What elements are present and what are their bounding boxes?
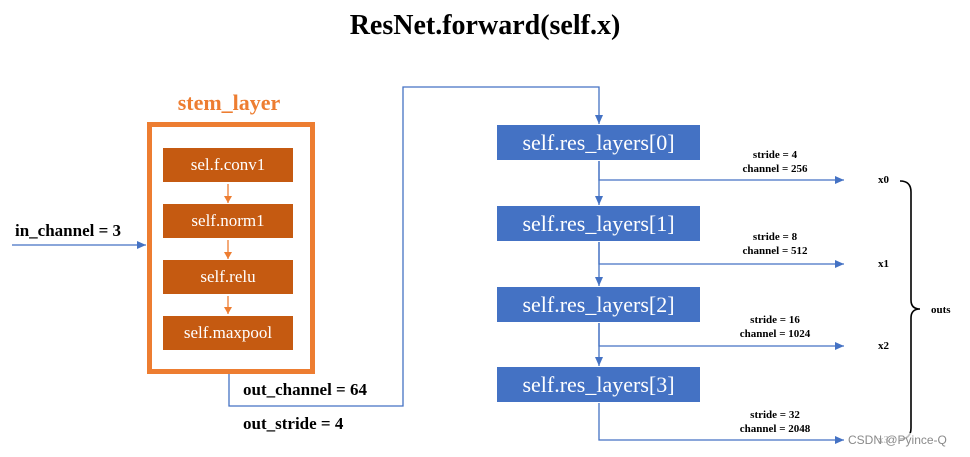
- res-1-channel: channel = 512: [742, 245, 808, 257]
- res-3-channel: channel = 2048: [739, 423, 811, 435]
- out-channel-label: out_channel = 64: [243, 380, 367, 399]
- res-1-stride: stride = 8: [752, 231, 798, 243]
- input-channel-label: in_channel = 3: [15, 221, 122, 240]
- outs-label: outs: [931, 304, 951, 316]
- stem-to-res-connector: [228, 86, 603, 407]
- stem-layer-label: stem_layer: [177, 90, 281, 115]
- res-2-stride: stride = 16: [750, 314, 800, 326]
- res-2-stats: stride = 16 channel = 1024: [715, 313, 835, 341]
- output-arrow-x3: [598, 403, 844, 444]
- res-layer-3: self.res_layers[3]: [497, 367, 700, 402]
- out-stride-label: out_stride = 4: [243, 414, 344, 433]
- output-arrow-x0: [598, 161, 844, 184]
- res-0-stride: stride = 4: [752, 149, 798, 161]
- output-x0-label: x0: [878, 174, 889, 186]
- res-3-stride: stride = 32: [750, 409, 800, 421]
- stem-op-relu: self.relu: [163, 260, 293, 294]
- outs-bracket: [899, 180, 921, 440]
- output-arrow-x1: [598, 242, 844, 268]
- stem-layer-frame: [147, 122, 315, 374]
- res-2-channel: channel = 1024: [739, 328, 811, 340]
- stem-op-norm1: self.norm1: [163, 204, 293, 238]
- res-layer-0: self.res_layers[0]: [497, 125, 700, 160]
- diagram-title: ResNet.forward(self.x): [349, 10, 621, 41]
- output-x2-label: x2: [878, 340, 889, 352]
- watermark: CSDN @Pyince-Q: [846, 433, 949, 447]
- stem-op-maxpool: self.maxpool: [163, 316, 293, 350]
- res-3-stats: stride = 32 channel = 2048: [715, 408, 835, 436]
- res-layer-1: self.res_layers[1]: [497, 206, 700, 241]
- stem-op-conv1: sel.f.conv1: [163, 148, 293, 182]
- res-0-channel: channel = 256: [742, 163, 808, 175]
- res-0-stats: stride = 4 channel = 256: [715, 148, 835, 176]
- output-x1-label: x1: [878, 258, 889, 270]
- res-layer-2: self.res_layers[2]: [497, 287, 700, 322]
- res-1-stats: stride = 8 channel = 512: [715, 230, 835, 258]
- output-arrow-x2: [598, 323, 844, 350]
